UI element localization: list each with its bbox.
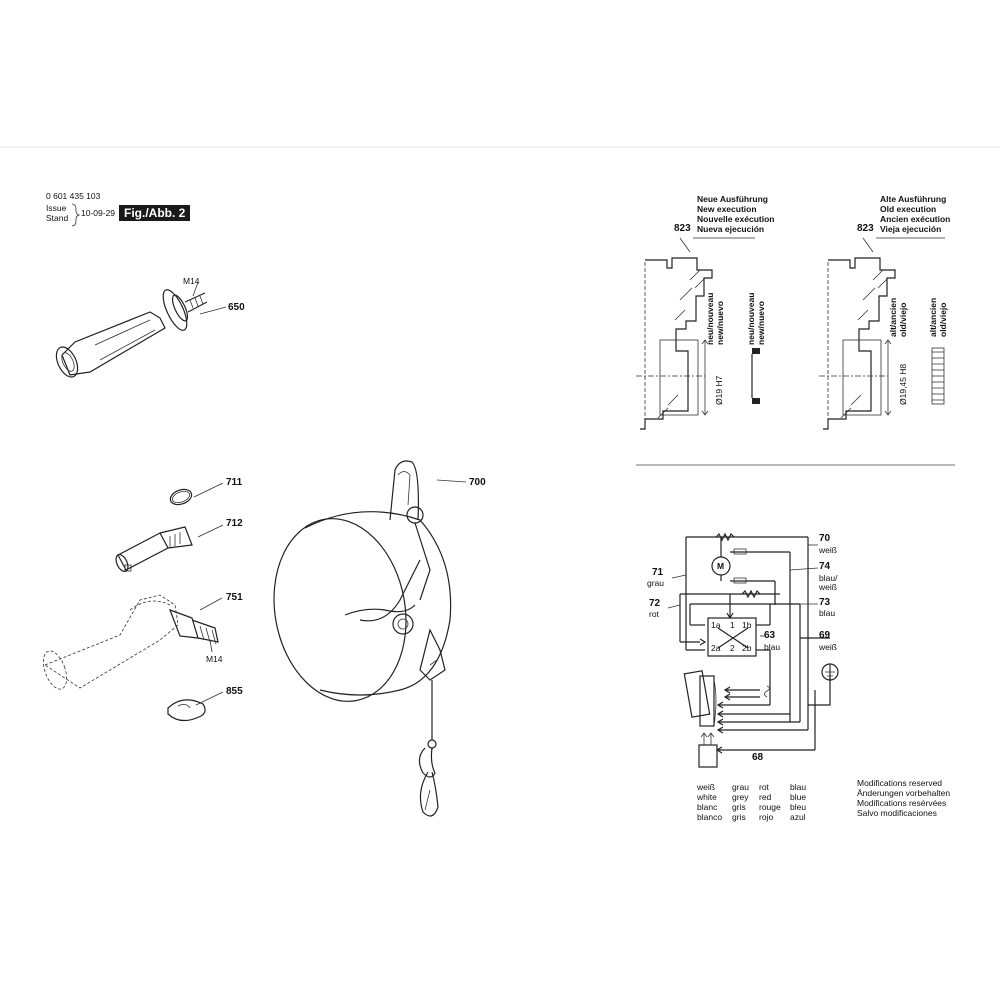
switch-2a: 2a [711, 643, 721, 653]
issue-label: Issue [46, 203, 67, 213]
old-execution-title: Alte Ausführung Old execution Ancien exé… [880, 194, 951, 234]
modifications-note: Modifications reserved Änderungen vorbeh… [857, 778, 951, 818]
clip-855 [167, 691, 224, 722]
legend-col-red: rot red rouge rojo [759, 782, 781, 822]
new-execution-section [636, 237, 760, 430]
figure-label: Fig./Abb. 2 [119, 205, 191, 221]
switch-1b: 1b [742, 620, 752, 630]
new-vertical-a: neu/nouveau new/nuevo [705, 292, 725, 345]
wire-68: 68 [752, 752, 764, 763]
label-m14-top: M14 [183, 276, 200, 286]
wire-71: 71 [652, 567, 664, 578]
legend-col-blue: blau blue bleu azul [790, 782, 807, 822]
side-handle-650 [55, 281, 227, 378]
wire-71-color: grau [647, 578, 665, 588]
old-part-823: 823 [857, 223, 874, 234]
label-m14-bottom: M14 [206, 654, 223, 664]
label-855: 855 [226, 686, 243, 697]
wire-74-color-a: blau/ [819, 573, 838, 583]
issue-date: 10-09-29 [81, 208, 116, 218]
legend-col-white: weiß white blanc blanco [697, 782, 723, 822]
switch-2b: 2b [742, 643, 752, 653]
balancer-700 [273, 460, 467, 817]
legend-col-grey: grau grey gris gris [732, 782, 750, 822]
clamp-751 [168, 597, 223, 653]
wire-69: 69 [819, 630, 831, 641]
wire-72-color: rot [649, 609, 659, 619]
motor-symbol: M [717, 561, 725, 571]
wire-70-color: weiß [819, 545, 837, 555]
switch-1: 1 [730, 620, 735, 630]
label-700: 700 [469, 477, 486, 488]
old-dimension: Ø19,45 H8 [898, 363, 908, 405]
wire-74: 74 [819, 561, 831, 572]
issue-bracket [71, 203, 81, 227]
wire-63: 63 [764, 630, 776, 641]
new-execution-title: Neue Ausführung New execution Nouvelle e… [697, 194, 775, 234]
wire-63-color: blau [764, 642, 781, 652]
new-vertical-b: neu/nouveau new/nuevo [746, 292, 766, 345]
label-650: 650 [228, 302, 245, 313]
old-execution-section [819, 237, 945, 430]
new-dimension: Ø19 H7 [714, 375, 724, 405]
wire-72: 72 [649, 598, 661, 609]
stand-label: Stand [46, 213, 69, 223]
new-part-823: 823 [674, 223, 691, 234]
wire-69-color: weiß [819, 642, 837, 652]
o-ring-711 [169, 482, 224, 506]
old-vertical-a: alt/ancien old/viejo [888, 297, 908, 337]
wire-70: 70 [819, 533, 831, 544]
label-751: 751 [226, 592, 243, 603]
wire-73: 73 [819, 597, 831, 608]
label-711: 711 [226, 477, 243, 488]
wiring-diagram [667, 532, 839, 768]
wire-73-color: blau [819, 608, 836, 618]
part-number: 0 601 435 103 [46, 191, 101, 201]
adapter-712 [115, 524, 224, 573]
switch-2: 2 [730, 643, 735, 653]
switch-1a: 1a [711, 620, 721, 630]
wire-74-color-b: weiß [819, 582, 837, 592]
old-vertical-b: alt/ancien old/viejo [928, 297, 948, 337]
dashed-handle-751 [42, 594, 179, 690]
label-712: 712 [226, 518, 243, 529]
